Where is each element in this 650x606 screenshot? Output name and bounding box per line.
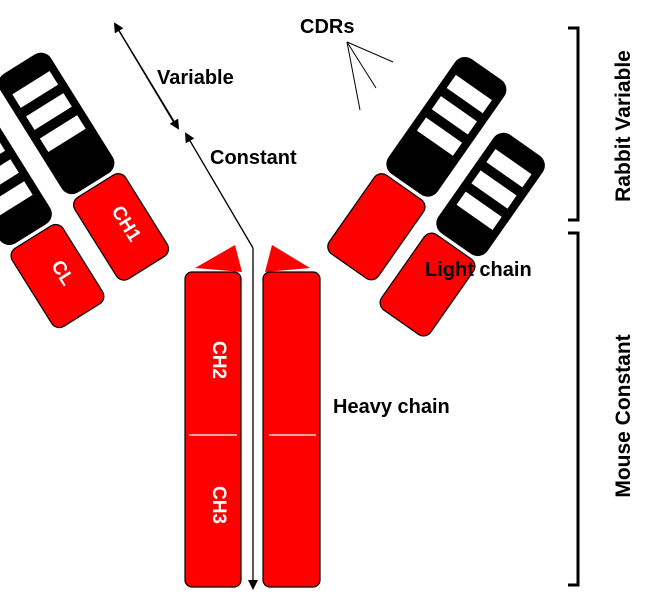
- rabbit-variable-bracket: [568, 26, 580, 222]
- cdr-stripe: [471, 170, 517, 209]
- right-ch1-domain: [327, 173, 426, 281]
- cl-domain: [10, 223, 105, 329]
- variable-label: Variable: [157, 67, 234, 89]
- left-heavy-chain: CH1: [0, 52, 170, 281]
- right-fc-stem: [262, 271, 321, 588]
- right-heavy-chain: [327, 56, 507, 281]
- cdr-stripe: [12, 71, 59, 108]
- left-light-chain: CL: [0, 120, 105, 329]
- cdr-stripe: [446, 74, 492, 114]
- left-light-variable: [0, 120, 52, 246]
- cdrs-label: CDRs: [300, 16, 354, 38]
- left-fab-arm: CL CH1: [0, 52, 170, 329]
- rabbit-variable-label: Rabbit Variable: [612, 50, 635, 202]
- light-chain-label: Light chain: [425, 259, 532, 281]
- ch2-label: CH2: [208, 341, 229, 379]
- right-fab-arm: [327, 56, 545, 337]
- variable-arrow-down: [114, 23, 180, 130]
- ch1-domain: [72, 173, 170, 281]
- constant-arrow-up: [184, 132, 254, 249]
- heavy-chain-label: Heavy chain: [333, 396, 450, 418]
- cdr-stripe: [0, 159, 19, 197]
- cdr-stripe: [26, 93, 72, 130]
- mouse-constant-label: Mouse Constant: [612, 334, 635, 497]
- cdr-stripe: [0, 181, 33, 219]
- constant-label: Constant: [210, 147, 297, 169]
- left-hinge: [195, 245, 242, 272]
- cdr-pointer: [346, 41, 361, 111]
- right-hinge: [265, 245, 310, 272]
- mouse-constant-bracket: [568, 231, 580, 587]
- cdr-stripe: [431, 96, 478, 135]
- right-cl-domain: [379, 232, 476, 337]
- right-light-chain: [379, 132, 545, 337]
- cdr-stripe: [416, 117, 463, 156]
- cdr-pointer: [346, 41, 394, 63]
- cdr-stripe: [39, 115, 86, 153]
- ch3-label: CH3: [208, 486, 229, 524]
- cdr-stripe: [456, 191, 502, 230]
- left-fc-stem: [184, 271, 242, 588]
- cdr-pointer: [346, 41, 377, 89]
- cdr-stripe: [486, 149, 532, 188]
